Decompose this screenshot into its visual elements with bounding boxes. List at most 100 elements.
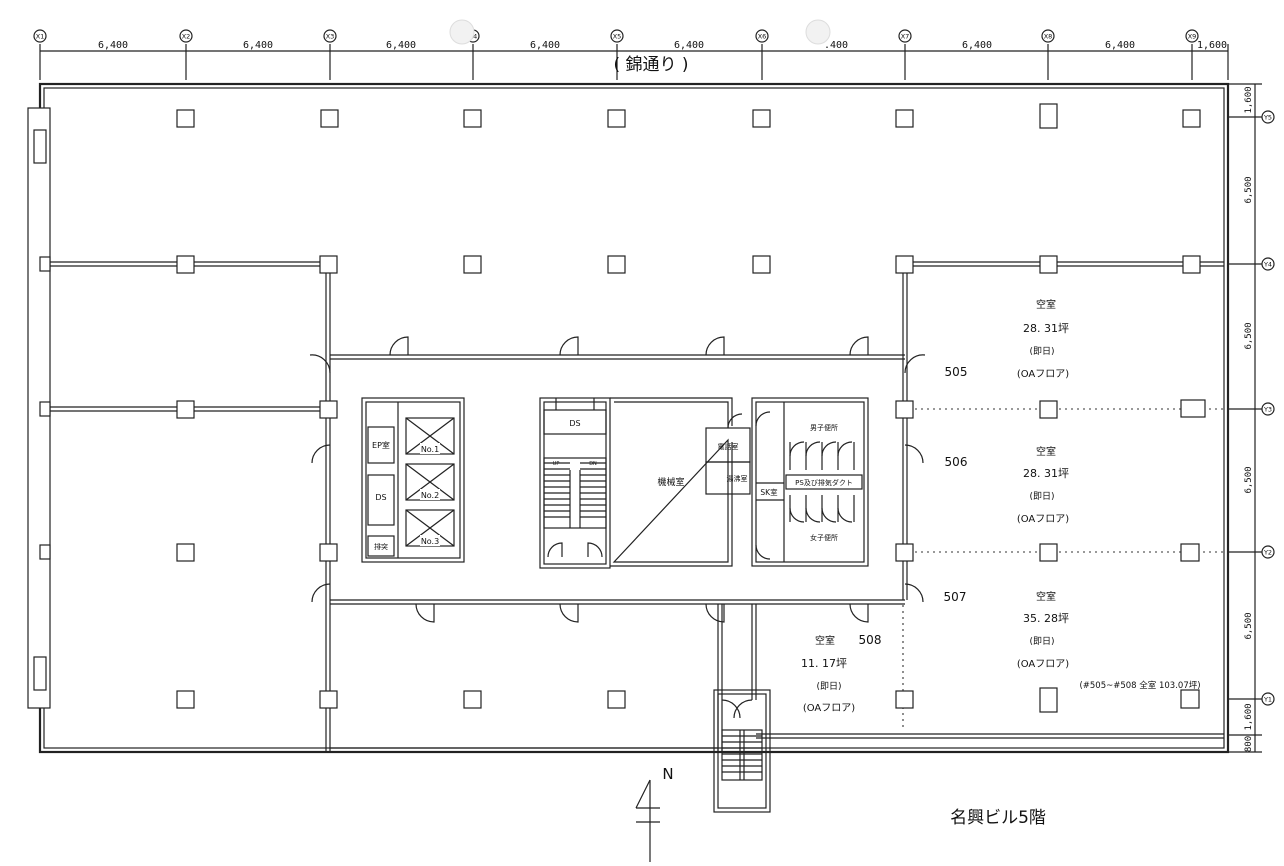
svg-text:X6: X6 <box>758 33 767 41</box>
svg-text:空室: 空室 <box>1036 445 1056 458</box>
svg-text:X2: X2 <box>182 33 191 41</box>
svg-text:X9: X9 <box>1188 33 1197 41</box>
room-506-info: 506 空室 28. 31坪 (即日) (OAフロア) <box>945 445 1070 525</box>
svg-text:X8: X8 <box>1044 33 1053 41</box>
svg-text:28. 31坪: 28. 31坪 <box>1023 467 1069 480</box>
svg-text:X1: X1 <box>36 33 45 41</box>
svg-text:6,400: 6,400 <box>1105 40 1135 51</box>
svg-text:(即日): (即日) <box>1029 636 1054 647</box>
central-stair: DS UP DN <box>539 397 611 569</box>
svg-text:1,600: 1,600 <box>1244 703 1254 730</box>
south-exit-stair <box>713 689 771 813</box>
ds-label-1: DS <box>375 493 386 502</box>
service-rooms: 電話室 湯沸室 <box>705 427 751 495</box>
svg-text:Y3: Y3 <box>1263 406 1272 414</box>
svg-text:507: 507 <box>944 590 967 604</box>
svg-text:1,600: 1,600 <box>1244 86 1254 113</box>
room-508-info: 空室 508 11. 17坪 (即日) (OAフロア) <box>801 633 881 714</box>
kitchen-label: 湯沸室 <box>727 474 748 483</box>
grid-marker-x6: X6 <box>755 29 769 43</box>
svg-text:6,400: 6,400 <box>674 40 704 51</box>
svg-text:.400: .400 <box>824 40 848 51</box>
top-dimension-line <box>39 44 1229 80</box>
svg-text:X5: X5 <box>613 33 622 41</box>
svg-text:506: 506 <box>945 455 968 469</box>
svg-text:6,400: 6,400 <box>530 40 560 51</box>
svg-text:空室: 空室 <box>1036 298 1056 311</box>
svg-text:6,500: 6,500 <box>1244 176 1254 203</box>
svg-text:Y1: Y1 <box>1263 696 1272 704</box>
grid-marker-y2: Y2 <box>1261 545 1275 559</box>
svg-text:X7: X7 <box>901 33 910 41</box>
total-area-note: (#505~#508 全室 103.07坪) <box>1079 680 1200 691</box>
svg-text:800: 800 <box>1244 736 1254 752</box>
grid-marker-x1: X1 <box>33 29 47 43</box>
y-dimensions: 1,600 6,500 6,500 6,500 6,500 1,600 800 <box>1244 86 1254 752</box>
elevator-3-label: No.3 <box>421 537 439 546</box>
floor-title: 名興ビル5階 <box>950 808 1046 828</box>
grid-marker-x8: X8 <box>1041 29 1055 43</box>
svg-text:11. 17坪: 11. 17坪 <box>801 657 847 670</box>
ds-label-2: DS <box>569 419 580 428</box>
toilet-block: 男子便所 PS及び排気ダクト 女子便所 SK室 <box>751 397 869 567</box>
core-wall <box>330 354 1224 752</box>
svg-text:6,400: 6,400 <box>386 40 416 51</box>
grid-marker-y1: Y1 <box>1261 692 1275 706</box>
grid-marker-y5: Y5 <box>1261 110 1275 124</box>
west-partitions <box>44 261 331 752</box>
grid-marker-x7: X7 <box>898 29 912 43</box>
women-toilet-label: 女子便所 <box>810 533 838 542</box>
svg-text:(即日): (即日) <box>1029 491 1054 502</box>
street-label: ( 錦通り ) <box>613 55 688 75</box>
grid-y-markers: Y5 Y4 Y3 Y2 Y1 <box>1261 110 1275 706</box>
svg-text:6,400: 6,400 <box>98 40 128 51</box>
grid-x-markers: X1 X2 X3 X4 X5 X6 X7 X8 X9 <box>33 29 1199 43</box>
ps-duct-label: PS及び排気ダクト <box>795 478 853 487</box>
grid-marker-x5: X5 <box>610 29 624 43</box>
grid-marker-y3: Y3 <box>1261 402 1275 416</box>
svg-text:空室: 空室 <box>815 634 835 647</box>
north-arrow: N <box>635 765 674 862</box>
grid-marker-x2: X2 <box>179 29 193 43</box>
svg-text:Y2: Y2 <box>1263 549 1272 557</box>
svg-text:Y4: Y4 <box>1263 261 1272 269</box>
sk-room-label: SK室 <box>760 487 778 497</box>
svg-text:6,400: 6,400 <box>962 40 992 51</box>
svg-text:(OAフロア): (OAフロア) <box>1017 514 1069 525</box>
men-toilet-label: 男子便所 <box>810 423 838 432</box>
room-507-info: 507 空室 35. 28坪 (即日) (OAフロア) <box>944 590 1070 670</box>
stair-up-label: UP <box>553 461 560 467</box>
svg-text:(即日): (即日) <box>1029 346 1054 357</box>
elevator-2-label: No.2 <box>421 491 439 500</box>
svg-text:35. 28坪: 35. 28坪 <box>1023 612 1069 625</box>
svg-text:6,500: 6,500 <box>1244 466 1254 493</box>
stair-down-label: DN <box>589 461 597 467</box>
ep-room-label: EP室 <box>372 440 390 450</box>
x-dimensions: 6,400 6,400 6,400 6,400 6,400 .400 6,400… <box>98 40 1227 51</box>
comm-room-label: 電話室 <box>718 442 739 451</box>
svg-text:(OAフロア): (OAフロア) <box>1017 659 1069 670</box>
machine-room: 機械室 <box>610 397 743 567</box>
grid-marker-x9: X9 <box>1185 29 1199 43</box>
door-swings <box>309 336 926 719</box>
elevator-core: EP室 DS 排突 No.1 No.2 No.3 <box>361 397 465 563</box>
svg-text:(OAフロア): (OAフロア) <box>1017 369 1069 380</box>
svg-text:6,500: 6,500 <box>1244 322 1254 349</box>
grid-marker-y4: Y4 <box>1261 257 1275 271</box>
svg-text:X3: X3 <box>326 33 335 41</box>
punch-hole-left <box>449 19 475 45</box>
punch-hole-right <box>805 19 831 45</box>
svg-text:6,500: 6,500 <box>1244 612 1254 639</box>
svg-text:505: 505 <box>945 365 968 379</box>
right-dimension-line <box>1228 83 1262 753</box>
elevator-1-label: No.1 <box>421 445 439 454</box>
machine-room-label: 機械室 <box>657 476 684 488</box>
svg-text:Y5: Y5 <box>1263 114 1272 122</box>
svg-text:6,400: 6,400 <box>243 40 273 51</box>
room-505-info: 505 空室 28. 31坪 (即日) (OAフロア) <box>945 298 1070 380</box>
svg-text:空室: 空室 <box>1036 590 1056 603</box>
svg-text:28. 31坪: 28. 31坪 <box>1023 322 1069 335</box>
columns <box>39 103 1206 713</box>
svg-text:508: 508 <box>859 633 882 647</box>
